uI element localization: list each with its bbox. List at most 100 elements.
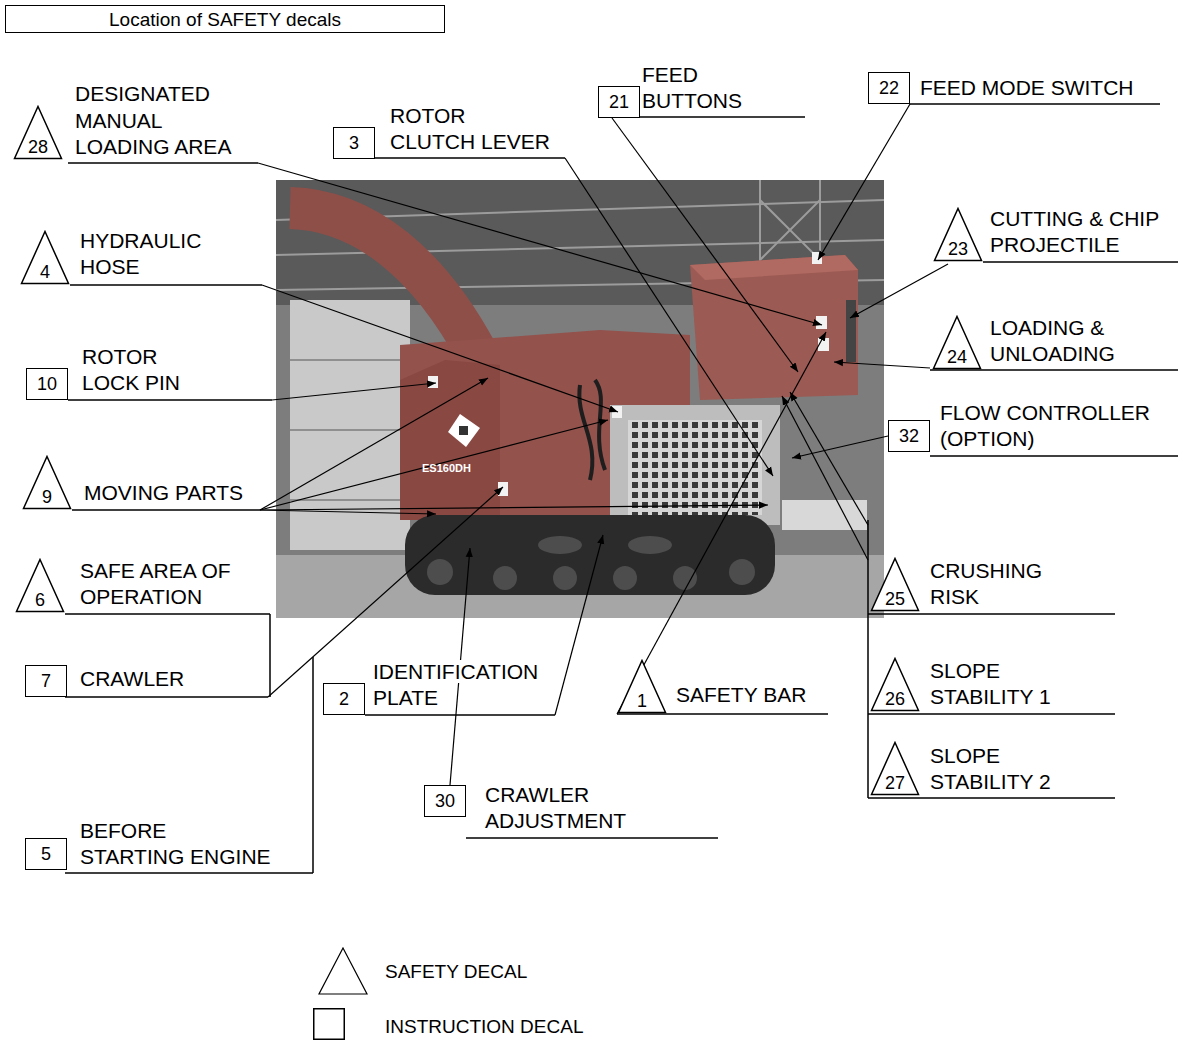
safety-decal-triangle: 26 <box>870 657 920 712</box>
title-text: Location of SAFETY decals <box>109 10 341 29</box>
safety-decal-triangle: 9 <box>22 455 72 510</box>
callout-number: 21 <box>609 93 629 111</box>
legend-entry: INSTRUCTION DECAL <box>313 1008 395 1040</box>
underline <box>868 797 1115 799</box>
engine-box <box>610 405 780 525</box>
bracket-line <box>867 520 869 798</box>
legend-swatch <box>313 1008 345 1040</box>
decal-callout: 32 FLOW CONTROLLER (OPTION) <box>888 400 1165 453</box>
leader-lines <box>258 104 948 785</box>
callout-number: 32 <box>899 427 919 445</box>
decal-callout: 3ROTOR CLUTCH LEVER <box>333 103 553 160</box>
safety-decal-triangle: 28 <box>13 105 63 160</box>
safety-decal-triangle: 23 <box>933 207 983 262</box>
hopper <box>690 255 858 400</box>
shelf-lines <box>290 360 410 500</box>
callout-number: 25 <box>870 590 920 608</box>
decal-callout: 6 SAFE AREA OF OPERATION <box>15 558 245 614</box>
decal-name: SLOPE STABILITY 2 <box>930 744 1051 793</box>
rotor-housing <box>400 360 500 520</box>
triangle-sample <box>319 948 367 994</box>
instruction-decal-square: 30 <box>424 785 466 817</box>
underline <box>930 369 1178 371</box>
title-box: Location of SAFETY decals <box>5 5 445 33</box>
underline <box>65 872 313 874</box>
underline <box>65 613 270 615</box>
safety-decal-triangle: 25 <box>870 557 920 612</box>
leader-line <box>260 420 608 510</box>
decal-name: DESIGNATED MANUAL LOADING AREA <box>75 82 231 158</box>
safety-decal-triangle: 1 <box>617 659 667 714</box>
bracket-line <box>269 614 271 697</box>
decal-name: IDENTIFICATION PLATE <box>373 660 538 709</box>
underline <box>375 157 565 159</box>
decal-callout: 21FEED BUTTONS <box>598 62 762 119</box>
underline <box>868 713 1115 715</box>
decal-name: SLOPE STABILITY 1 <box>930 659 1051 708</box>
floor-box <box>782 500 867 530</box>
decal-name: BEFORE STARTING ENGINE <box>80 819 271 868</box>
decal-callout: 25 CRUSHING RISK <box>870 557 1080 612</box>
decal-name: LOADING & UNLOADING <box>990 316 1115 365</box>
leader-line <box>782 396 868 560</box>
safety-decal-triangle: 27 <box>870 741 920 796</box>
underline <box>65 696 268 698</box>
leader-line <box>260 510 436 514</box>
safety-decal-triangle: 6 <box>15 558 65 613</box>
callout-number: 4 <box>20 263 70 281</box>
decal-callout: 7CRAWLER <box>25 665 230 697</box>
safety-decal-triangle: 24 <box>932 315 982 370</box>
decal-callout: 23CUTTING & CHIP PROJECTILE <box>933 206 1175 263</box>
leader-line <box>555 535 603 715</box>
logo-mark <box>459 426 468 435</box>
safety-decal-triangle: 4 <box>20 230 70 285</box>
bracket-line <box>312 657 314 873</box>
decal-name: FEED MODE SWITCH <box>920 76 1134 99</box>
instruction-decal-square: 32 <box>888 420 930 452</box>
leader-line <box>262 285 618 412</box>
legend-text: SAFETY DECAL <box>385 962 527 981</box>
underline <box>365 714 555 716</box>
callout-number: 1 <box>617 692 667 710</box>
engine-grille <box>628 420 762 515</box>
callout-number: 9 <box>22 488 72 506</box>
callout-number: 28 <box>13 138 63 156</box>
decal-name: CUTTING & CHIP PROJECTILE <box>990 207 1159 256</box>
decal-callout: 5 BEFORE STARTING ENGINE <box>25 818 276 871</box>
underline <box>983 261 1178 263</box>
underline <box>910 103 1160 105</box>
leader-line <box>260 505 768 510</box>
logo <box>448 414 480 447</box>
square-sample <box>314 1009 345 1040</box>
callout-number: 5 <box>41 845 51 863</box>
callout-number: 2 <box>339 690 349 708</box>
leader-line <box>792 436 888 458</box>
decal-callout: 10ROTOR LOCK PIN <box>26 344 202 401</box>
decal-name: MOVING PARTS <box>84 481 243 504</box>
leader-line <box>790 392 868 525</box>
leader-line <box>617 332 826 714</box>
callout-number: 22 <box>879 79 899 97</box>
decal-callout: 24LOADING & UNLOADING <box>932 315 1160 371</box>
decal-name: SAFE AREA OF OPERATION <box>80 559 231 608</box>
underline <box>930 455 1178 457</box>
decal-name: CRUSHING RISK <box>930 559 1042 608</box>
legend-entry: SAFETY DECAL <box>318 947 395 995</box>
decal-callout: 26 SLOPE STABILITY 1 <box>870 657 1070 712</box>
discharge-chute <box>290 208 478 355</box>
decal-name: SAFETY BAR <box>676 683 806 706</box>
leader-line <box>850 264 948 318</box>
decal-name: HYDRAULIC HOSE <box>80 229 201 278</box>
safety-bar <box>846 300 856 362</box>
decal-callout: 1 SAFETY BAR <box>617 659 816 714</box>
callout-number: 7 <box>41 672 51 690</box>
decal-callout: 22 FEED MODE SWITCH <box>868 72 1160 104</box>
legend-swatch <box>318 947 368 995</box>
decal-name: ROTOR LOCK PIN <box>82 345 180 394</box>
callout-number: 26 <box>870 690 920 708</box>
decal-callout: 9 MOVING PARTS <box>22 455 259 510</box>
leader-line <box>272 383 436 400</box>
callout-number: 27 <box>870 774 920 792</box>
decal-callout: 2 IDENTIFICATION PLATE <box>323 659 558 716</box>
decal-name: FLOW CONTROLLER (OPTION) <box>940 401 1150 450</box>
